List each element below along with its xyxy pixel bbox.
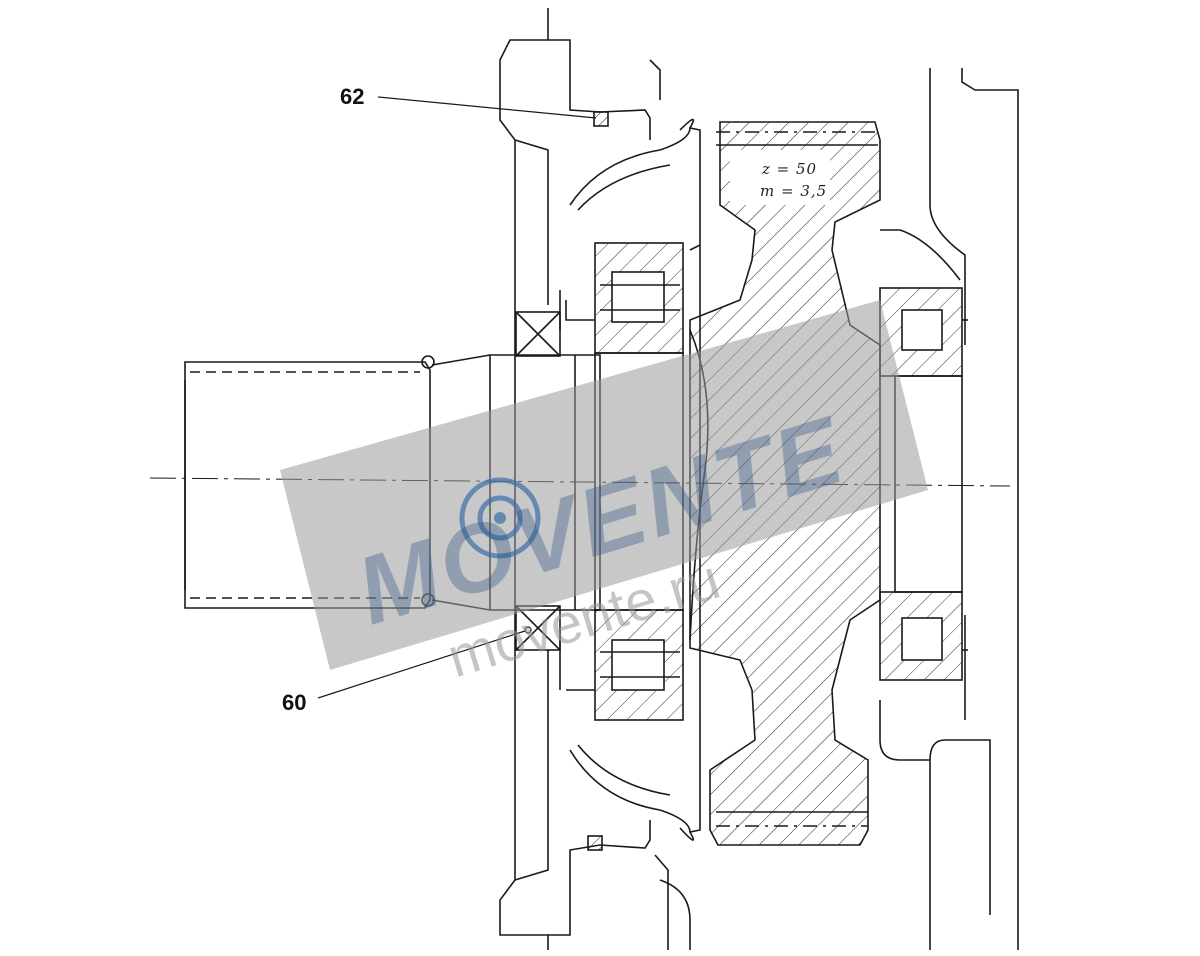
right-bearing-bottom [879,591,963,681]
leader-line-62 [377,96,597,119]
leader-line-60 [317,629,529,699]
seal-62-top [593,111,609,127]
gear-teeth-note: z = 50 [762,160,818,178]
callout-62: 62 [340,84,365,109]
left-bearing-top [594,242,684,354]
shaft-seal-60 [515,311,561,651]
watermark-band [280,300,928,670]
seal-62-bottom [587,835,603,851]
gear-module-note: m = 3,5 [760,182,828,200]
housing-flange [499,8,669,950]
housing-inner-contour [569,118,701,841]
callout-60: 60 [282,690,307,715]
left-bearing-bottom [594,609,684,721]
